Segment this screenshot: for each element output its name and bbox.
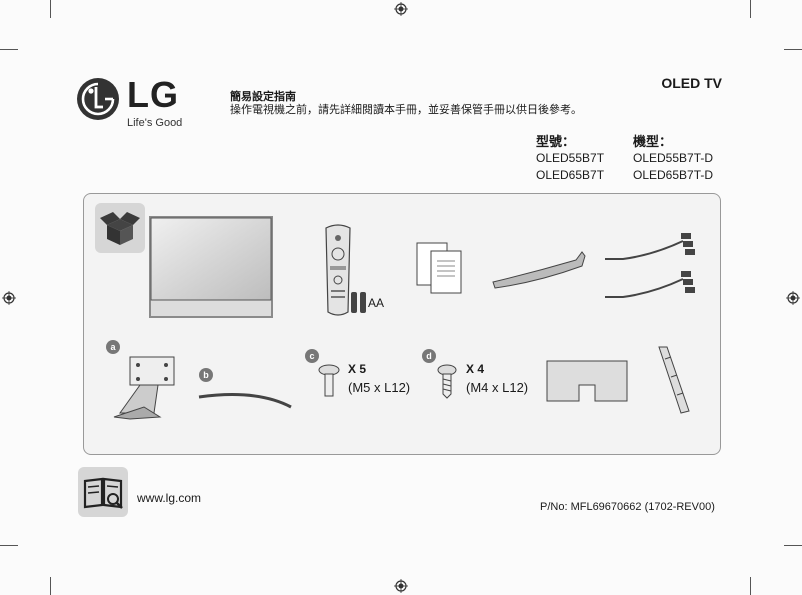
read-manual-icon — [78, 467, 128, 517]
stand-arc-bar-illustration — [198, 393, 292, 409]
screw-quantity: X 4 — [466, 362, 485, 376]
brand-tagline: Life's Good — [127, 117, 183, 129]
crop-mark — [750, 577, 751, 595]
av-gender-cable-icon — [605, 233, 695, 298]
model-column-2: 機型： OLED55B7T-D OLED65B7T-D — [633, 133, 713, 184]
wall-bracket-illustration — [546, 360, 628, 402]
screw-spec: (M5 x L12) — [348, 380, 411, 395]
crop-mark — [750, 0, 751, 18]
registration-mark-icon — [394, 2, 408, 16]
part-number: P/No: MFL69670662 (1702-REV00) — [540, 501, 715, 513]
website-link[interactable]: www.lg.com — [137, 491, 202, 505]
model-column-1: 型號： OLED55B7T OLED65B7T — [536, 133, 604, 184]
model-number: OLED65B7T — [536, 168, 605, 182]
screw-quantity: X 5 — [348, 362, 367, 376]
magic-remote-illustration — [325, 224, 351, 316]
part-label-badge: a — [106, 340, 120, 354]
model-header: 機型： — [633, 134, 673, 149]
model-header: 型號： — [536, 134, 576, 149]
guide-instruction: 操作電視機之前，請先詳細閱讀本手冊，並妥善保管手冊以供日後參考。 — [230, 104, 582, 116]
battery-type-label: AA — [368, 296, 385, 310]
model-number: OLED55B7T-D — [633, 151, 714, 165]
registration-mark-icon — [2, 291, 16, 305]
registration-mark-icon — [786, 291, 800, 305]
crop-mark — [784, 49, 802, 50]
batteries-icon — [351, 292, 366, 313]
guide-title: 簡易設定指南 — [230, 91, 296, 103]
part-label-badge: b — [199, 368, 213, 382]
cable-guide-illustration — [492, 251, 586, 289]
crop-mark — [0, 545, 18, 546]
screw-m4-icon — [437, 364, 457, 399]
brand-name: LG — [127, 74, 179, 115]
crop-mark — [50, 0, 51, 18]
cable-holder-illustration — [658, 346, 690, 414]
lg-face-logo-icon — [77, 78, 119, 120]
oled-tv-illustration — [149, 216, 273, 318]
crop-mark — [784, 545, 802, 546]
model-number: OLED55B7T — [536, 151, 605, 165]
screw-m5-icon — [318, 364, 340, 397]
open-box-icon — [95, 203, 145, 253]
part-label-badge: d — [422, 349, 436, 363]
stand-base-illustration — [113, 356, 175, 420]
manual-documents-icon — [416, 242, 462, 294]
part-label-badge: c — [305, 349, 319, 363]
product-name: OLED TV — [661, 75, 722, 91]
screw-spec: (M4 x L12) — [466, 380, 529, 395]
model-number: OLED65B7T-D — [633, 168, 714, 182]
registration-mark-icon — [394, 579, 408, 593]
crop-mark — [0, 49, 18, 50]
crop-mark — [50, 577, 51, 595]
